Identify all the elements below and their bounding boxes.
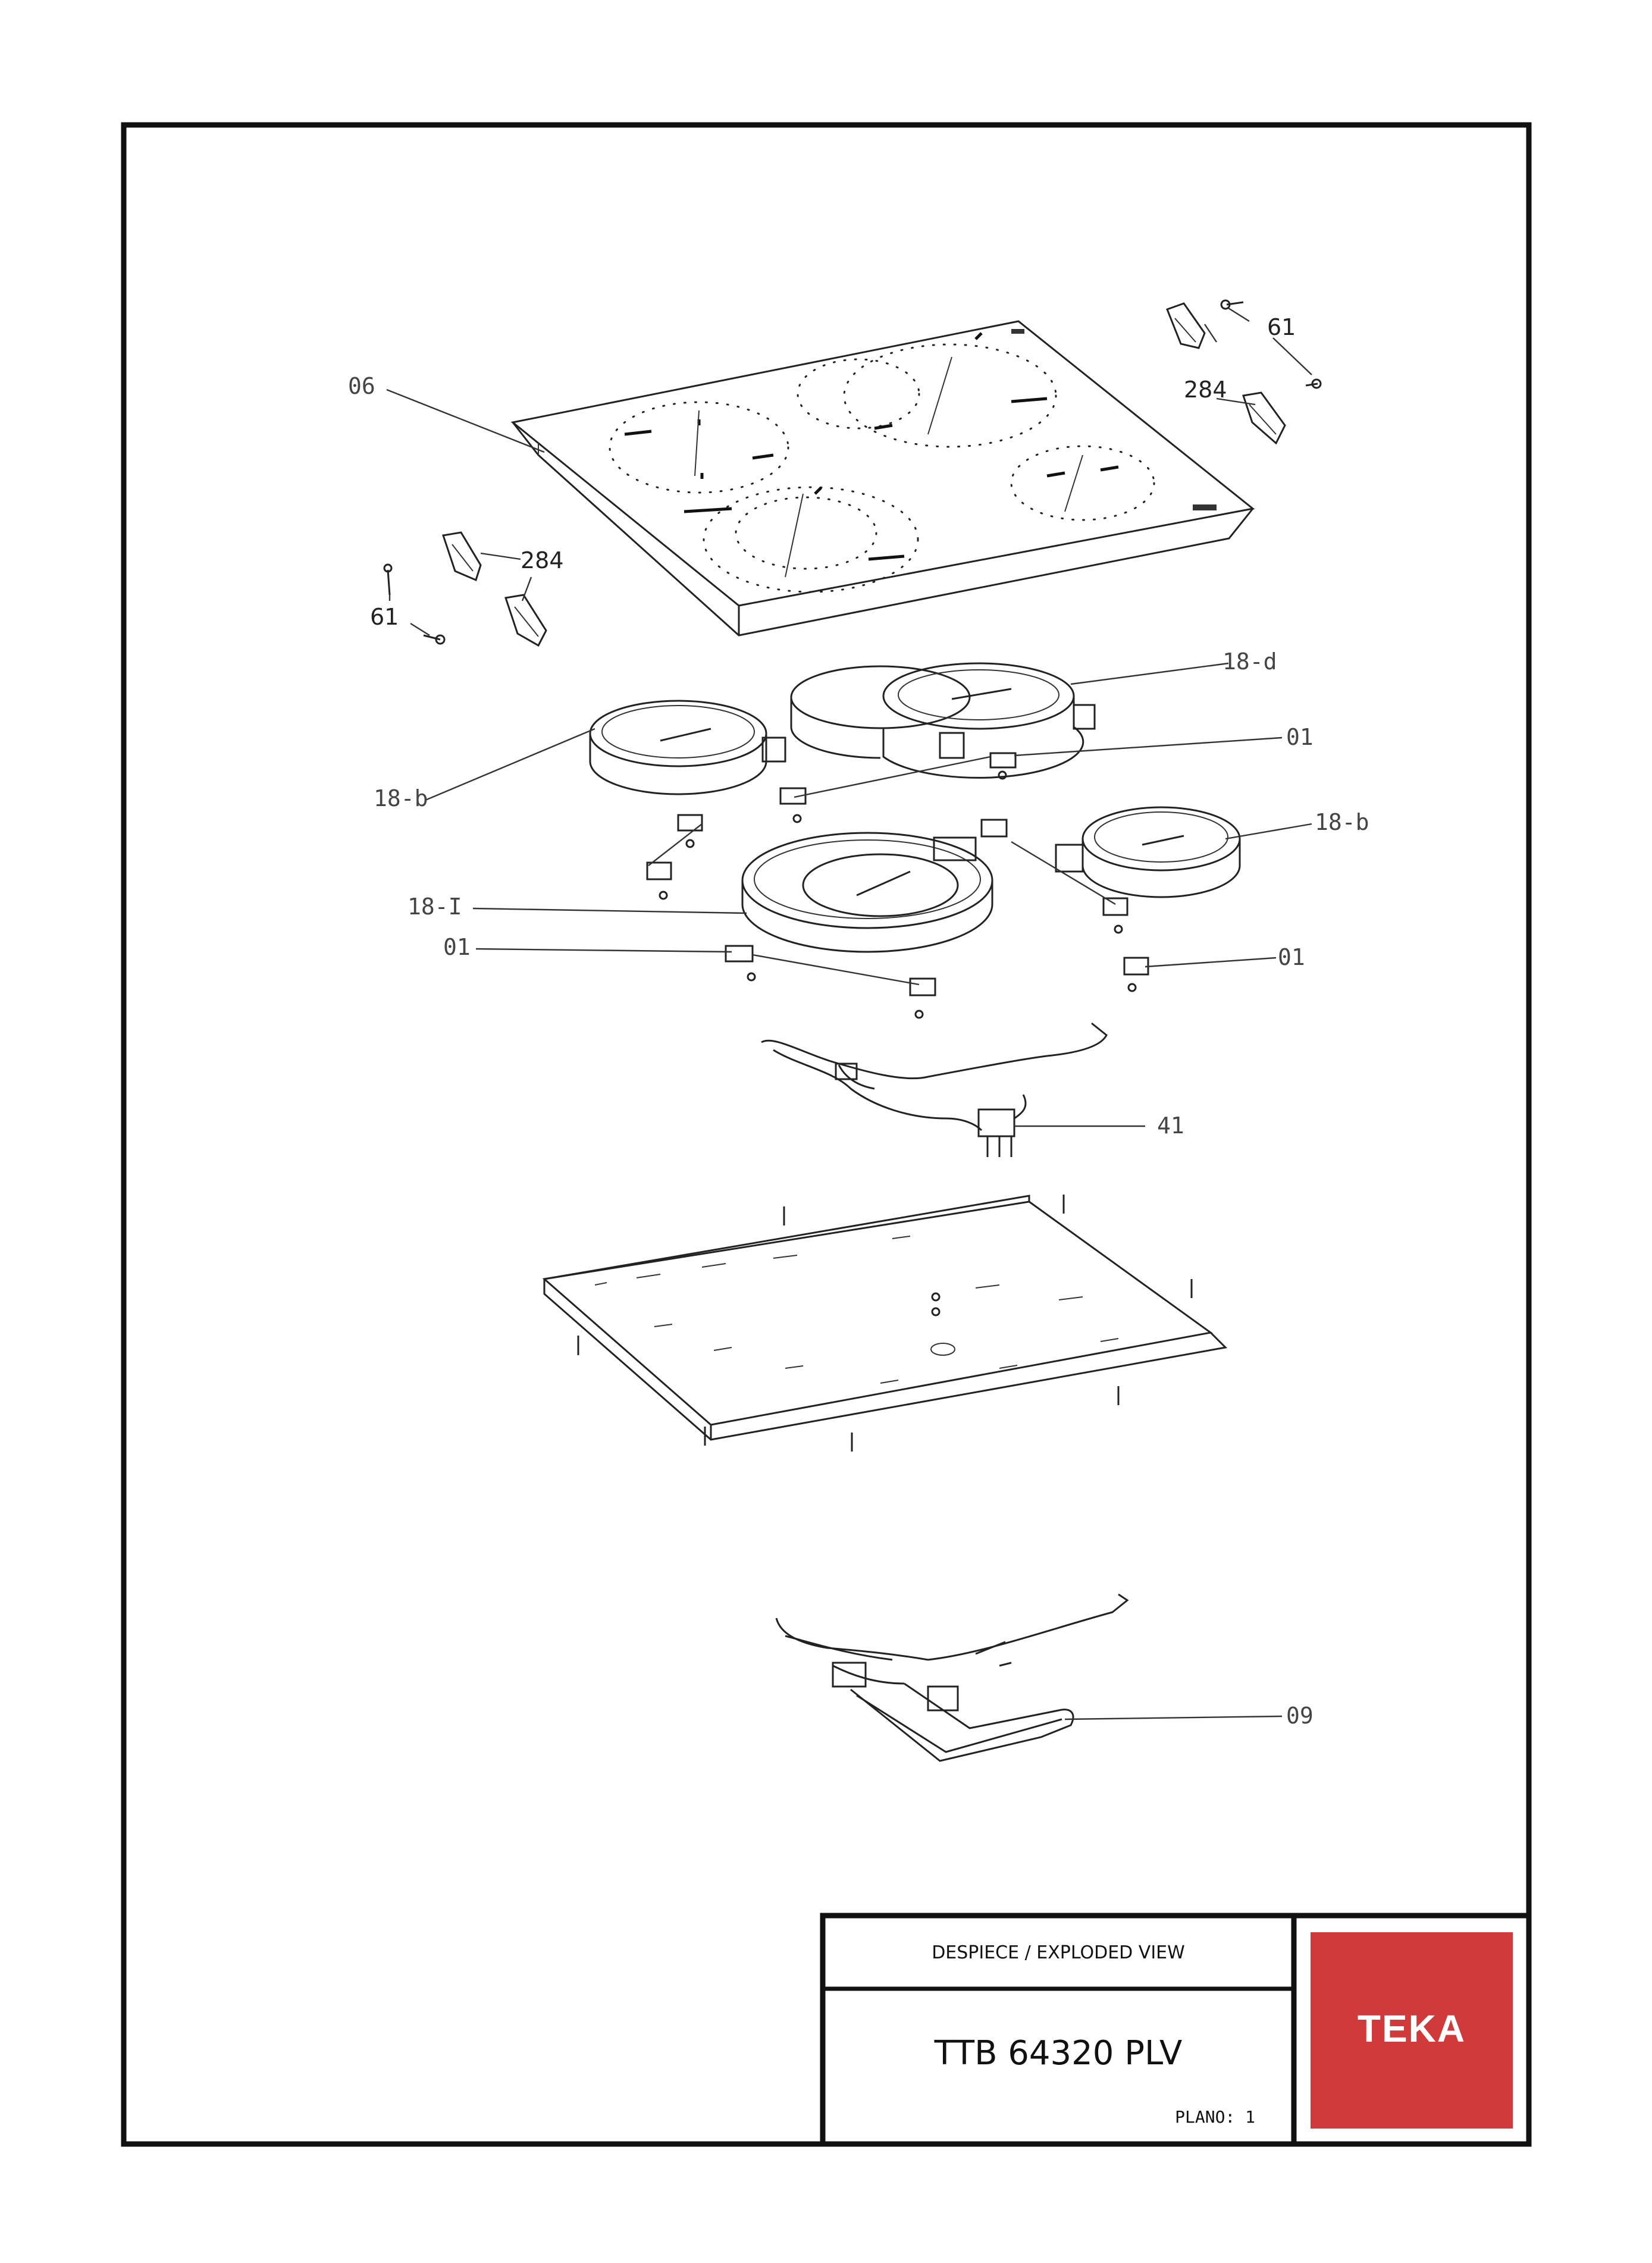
title-block-header: DESPIECE / EXPLODED VIEW <box>932 1942 1185 1963</box>
glass-cooktop <box>510 320 1255 637</box>
callout-06: 06 <box>348 373 375 399</box>
title-block: DESPIECE / EXPLODED VIEW TTB 64320 PLV P… <box>820 1913 1532 2147</box>
control-board <box>775 1593 1129 1762</box>
callout-01-c: 01 <box>1278 944 1305 970</box>
callout-61-left: 61 <box>370 604 399 630</box>
heating-elements <box>589 662 1241 953</box>
drawing-frame <box>121 122 1532 2147</box>
callout-09: 09 <box>1286 1703 1314 1729</box>
callout-41: 41 <box>1157 1112 1184 1139</box>
leader-lines <box>386 307 1312 1720</box>
callout-61-top: 61 <box>1267 314 1296 340</box>
callout-01-b: 01 <box>443 934 471 960</box>
callout-18-b-left: 18-b <box>374 785 428 811</box>
model-number: TTB 64320 PLV <box>934 2034 1183 2073</box>
base-tray <box>542 1195 1228 1452</box>
callout-284-left: 284 <box>521 547 564 573</box>
fixing-clips <box>383 299 1322 647</box>
callout-01-a: 01 <box>1286 724 1314 750</box>
wiring-harness <box>761 1022 1108 1157</box>
callout-labels: 06 61 284 284 61 18-d 01 18-b 18-b 18-I … <box>348 314 1369 1729</box>
brand-logo-bg <box>1311 1932 1513 2129</box>
brand-logo: TEKA <box>1358 2007 1466 2050</box>
callout-284-top: 284 <box>1184 377 1227 403</box>
callout-18-I: 18-I <box>407 894 462 920</box>
callout-18-d: 18-d <box>1222 648 1277 675</box>
plano-number: PLANO: 1 <box>1175 2107 1255 2127</box>
brackets <box>646 752 1149 1019</box>
callout-18-b-right: 18-b <box>1315 809 1369 835</box>
